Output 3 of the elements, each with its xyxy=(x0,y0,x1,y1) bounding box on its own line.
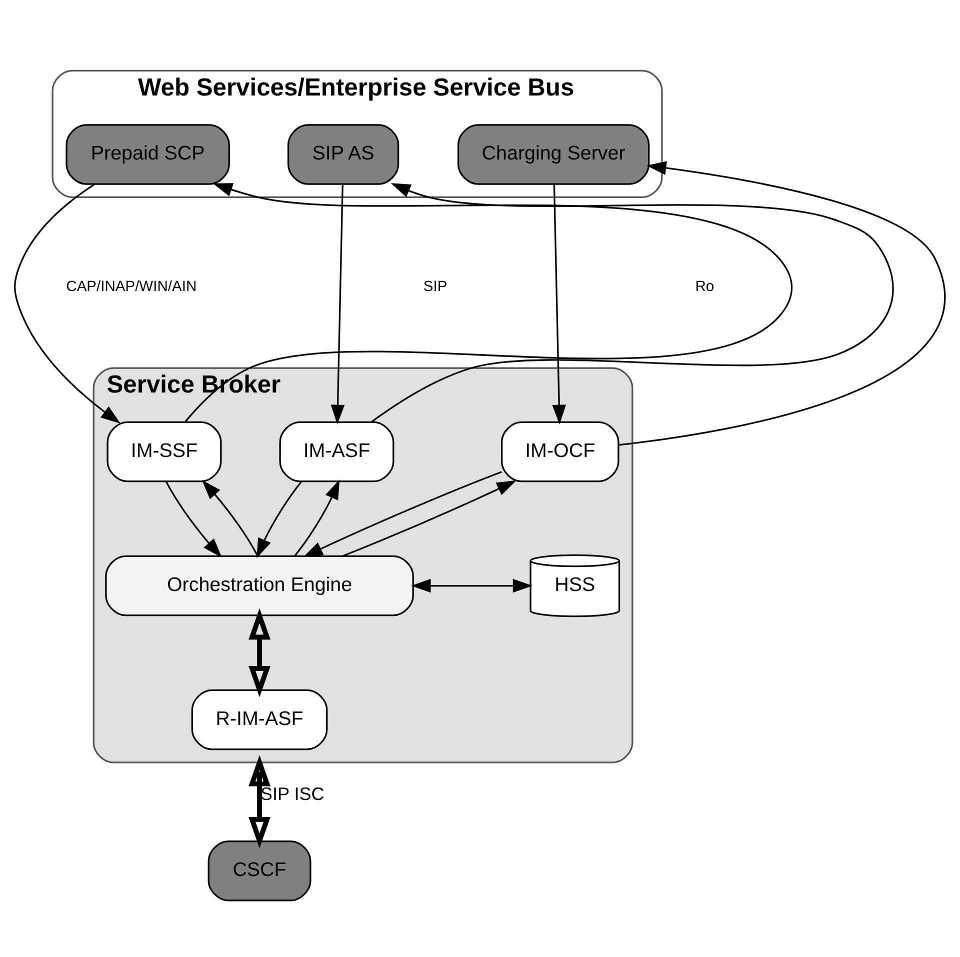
label: SIP xyxy=(423,278,448,295)
label: Ro xyxy=(695,278,714,295)
label: CAP/INAP/WIN/AIN xyxy=(66,278,197,295)
